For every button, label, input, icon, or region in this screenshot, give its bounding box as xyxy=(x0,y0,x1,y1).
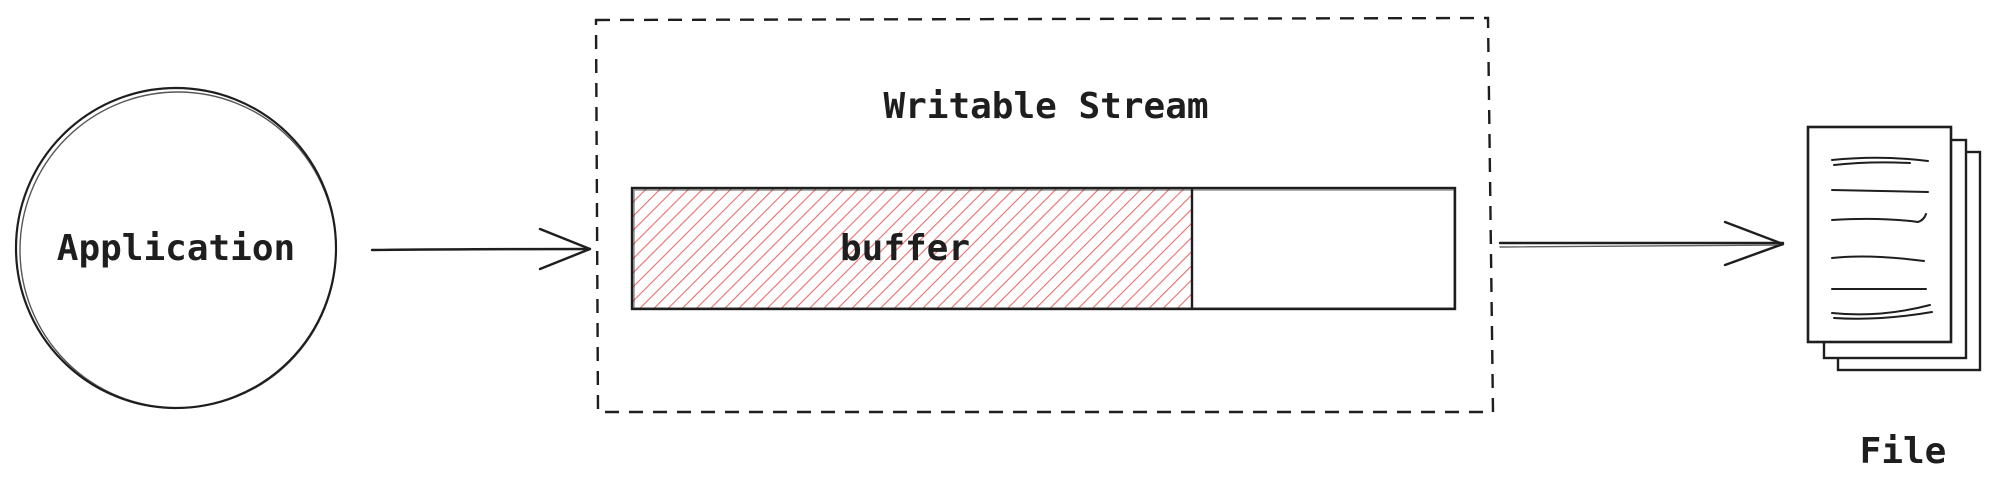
file-text-line xyxy=(1833,161,1911,166)
arrow-app-to-stream-head xyxy=(538,227,592,271)
application-node: Application xyxy=(14,86,338,410)
application-circle-sketch xyxy=(19,91,337,409)
file-text-line xyxy=(1831,189,1929,193)
file-text-line xyxy=(1831,255,1925,262)
file-text-line xyxy=(1831,156,1929,162)
buffer-label: buffer xyxy=(840,228,970,269)
arrow-stream-to-file-shaft-sketch xyxy=(1499,244,1784,248)
arrow-stream-to-file xyxy=(1498,220,1785,267)
arrow-stream-to-file-head xyxy=(1723,220,1785,267)
file-text-lines xyxy=(1831,156,1933,320)
application-label: Application xyxy=(57,228,295,269)
file-stack-icon: File xyxy=(1806,125,1982,472)
arrow-app-to-stream xyxy=(370,227,592,271)
buffer-filled-region xyxy=(632,188,1192,309)
buffer-bar-outline xyxy=(630,186,1457,311)
file-text-line xyxy=(1833,311,1933,320)
writable-stream-title: Writable Stream xyxy=(883,86,1208,127)
file-page-front xyxy=(1806,125,1953,344)
file-text-line xyxy=(1831,213,1927,224)
arrow-app-to-stream-shaft xyxy=(370,247,592,252)
file-text-line xyxy=(1831,304,1931,316)
writable-stream-border xyxy=(594,16,1495,414)
writable-stream-container: Writable Stream buffer xyxy=(594,16,1495,414)
file-label: File xyxy=(1860,431,1947,472)
buffer-bar-outline-sketch xyxy=(633,189,1455,309)
